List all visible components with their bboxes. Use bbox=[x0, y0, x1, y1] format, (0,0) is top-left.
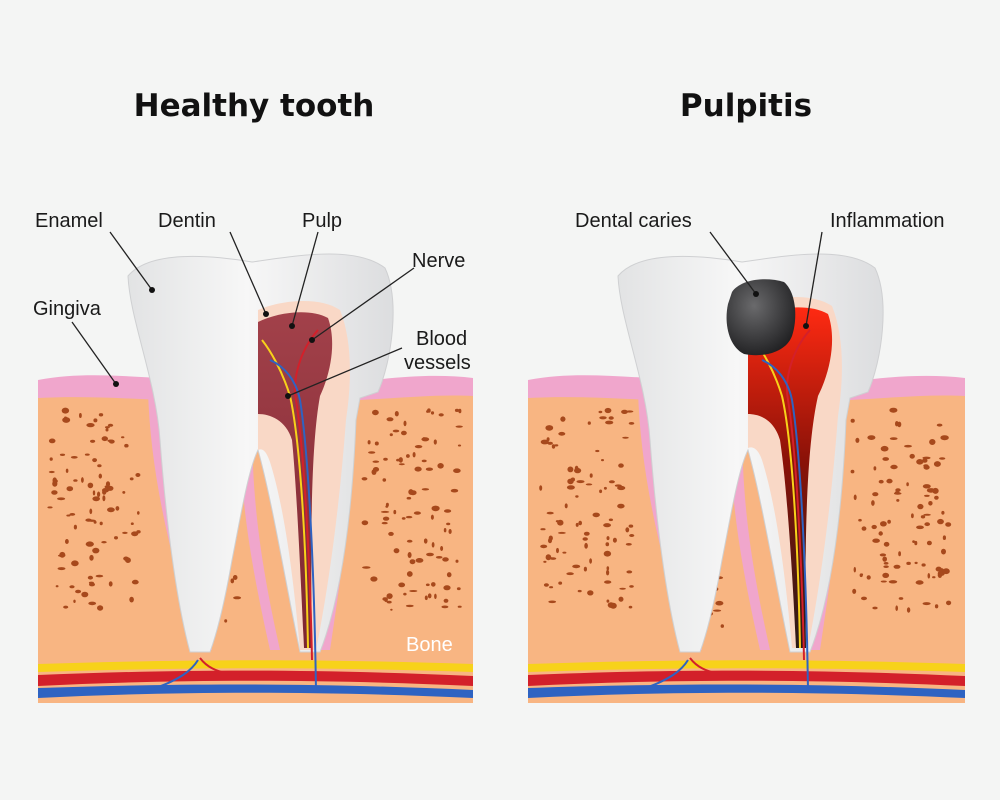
dentin-label: Dentin bbox=[158, 210, 216, 232]
vessels-pointer-dot bbox=[285, 393, 291, 399]
caries-pointer-dot bbox=[753, 291, 759, 297]
inflammation-pointer-dot bbox=[803, 323, 809, 329]
artery-band bbox=[38, 670, 473, 686]
healthy-tooth-title: Healthy tooth bbox=[133, 88, 375, 124]
pulp-label: Pulp bbox=[302, 210, 343, 232]
nerve-pointer-dot bbox=[309, 337, 315, 343]
gingiva bbox=[38, 375, 160, 400]
pulpitis-illustration bbox=[528, 231, 965, 703]
dental-caries bbox=[726, 279, 796, 356]
vein-band bbox=[38, 684, 473, 698]
artery-band bbox=[528, 670, 965, 686]
blood-vessels-label-line1: Blood bbox=[416, 328, 468, 350]
pulp bbox=[258, 312, 333, 648]
enamel-pointer-dot bbox=[149, 287, 155, 293]
nerve-band bbox=[38, 660, 473, 672]
inflammation-label: Inflammation bbox=[830, 210, 945, 232]
nerve-label: Nerve bbox=[412, 250, 466, 272]
vein-band bbox=[528, 684, 965, 698]
gingiva bbox=[528, 375, 650, 400]
pulp-inflamed bbox=[748, 307, 833, 648]
gingiva-pointer-dot bbox=[113, 381, 119, 387]
bone-label: Bone bbox=[406, 634, 453, 656]
pulp-pointer-dot bbox=[289, 323, 295, 329]
nerve-band bbox=[528, 660, 965, 672]
dental-caries-label: Dental caries bbox=[575, 210, 692, 232]
dentin-pointer-dot bbox=[263, 311, 269, 317]
blood-vessels-label-line2: vessels bbox=[404, 352, 471, 374]
gingiva-label: Gingiva bbox=[33, 298, 101, 320]
enamel-label: Enamel bbox=[35, 210, 103, 232]
pulpitis-title: Pulpitis bbox=[679, 88, 813, 124]
healthy-tooth-illustration bbox=[38, 231, 473, 703]
